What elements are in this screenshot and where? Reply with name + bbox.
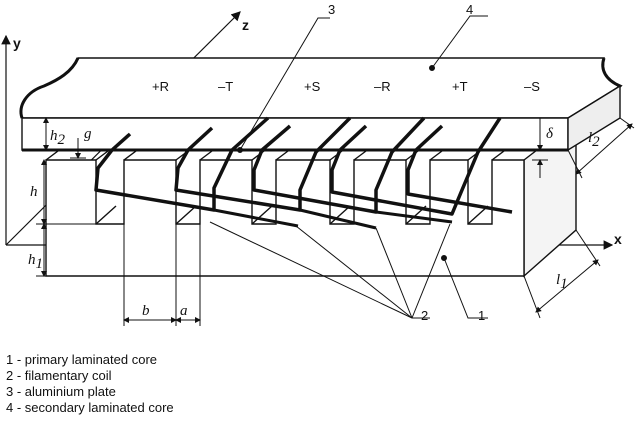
callout-1: 1 (478, 308, 485, 323)
callout-leaders (209, 15, 488, 319)
phase-label-3: +S (304, 79, 321, 94)
phase-label-1: +R (152, 79, 169, 94)
coil-winding-5 (406, 124, 513, 214)
coil-winding-3 (252, 116, 426, 214)
dim-g: g (84, 126, 92, 142)
filamentary-coil (94, 116, 513, 230)
phase-label-4: –R (374, 79, 391, 94)
leader-1 (443, 257, 488, 319)
z-axis-label: z (242, 17, 249, 33)
dim-b: b (142, 303, 150, 319)
coil-winding-2 (174, 116, 352, 212)
callout-3: 3 (328, 2, 335, 17)
aluminium-plate-front (21, 117, 569, 151)
phase-label-6: –S (524, 79, 540, 94)
legend: 1 - primary laminated core 2 - filamenta… (6, 352, 174, 416)
legend-item-2: 2 - filamentary coil (6, 368, 112, 383)
legend-item-3: 3 - aluminium plate (6, 384, 116, 399)
primary-core-front (45, 159, 525, 277)
phase-label-2: –T (218, 79, 233, 94)
coil-winding-1 (94, 116, 270, 212)
callout-2: 2 (421, 308, 428, 323)
leader-3 (239, 17, 330, 151)
phase-label-5: +T (452, 79, 468, 94)
leader-4 (431, 15, 488, 69)
dimension-lines (36, 117, 635, 326)
secondary-core-wavy-left (19, 57, 80, 119)
dim-h2: h2 (50, 128, 66, 148)
dim-delta: δ (546, 126, 554, 142)
dim-l1: l1 (556, 272, 568, 292)
legend-item-4: 4 - secondary laminated core (6, 400, 174, 415)
phase-labels: +R –T +S –R +T –S (152, 79, 540, 94)
coil-winding-6 (213, 208, 453, 230)
dim-l2: l2 (588, 130, 600, 150)
y-axis-label: y (13, 35, 21, 51)
leader-2 (209, 221, 451, 319)
dim-h1: h1 (28, 252, 43, 272)
dimension-labels: h2 g h h1 b a δ l1 l2 (28, 126, 600, 319)
callout-4: 4 (466, 2, 473, 17)
legend-item-1: 1 - primary laminated core (6, 352, 157, 367)
dim-a: a (180, 303, 188, 319)
dim-h: h (30, 184, 38, 200)
coil-winding-4 (330, 117, 502, 216)
x-axis-label: x (614, 231, 622, 247)
